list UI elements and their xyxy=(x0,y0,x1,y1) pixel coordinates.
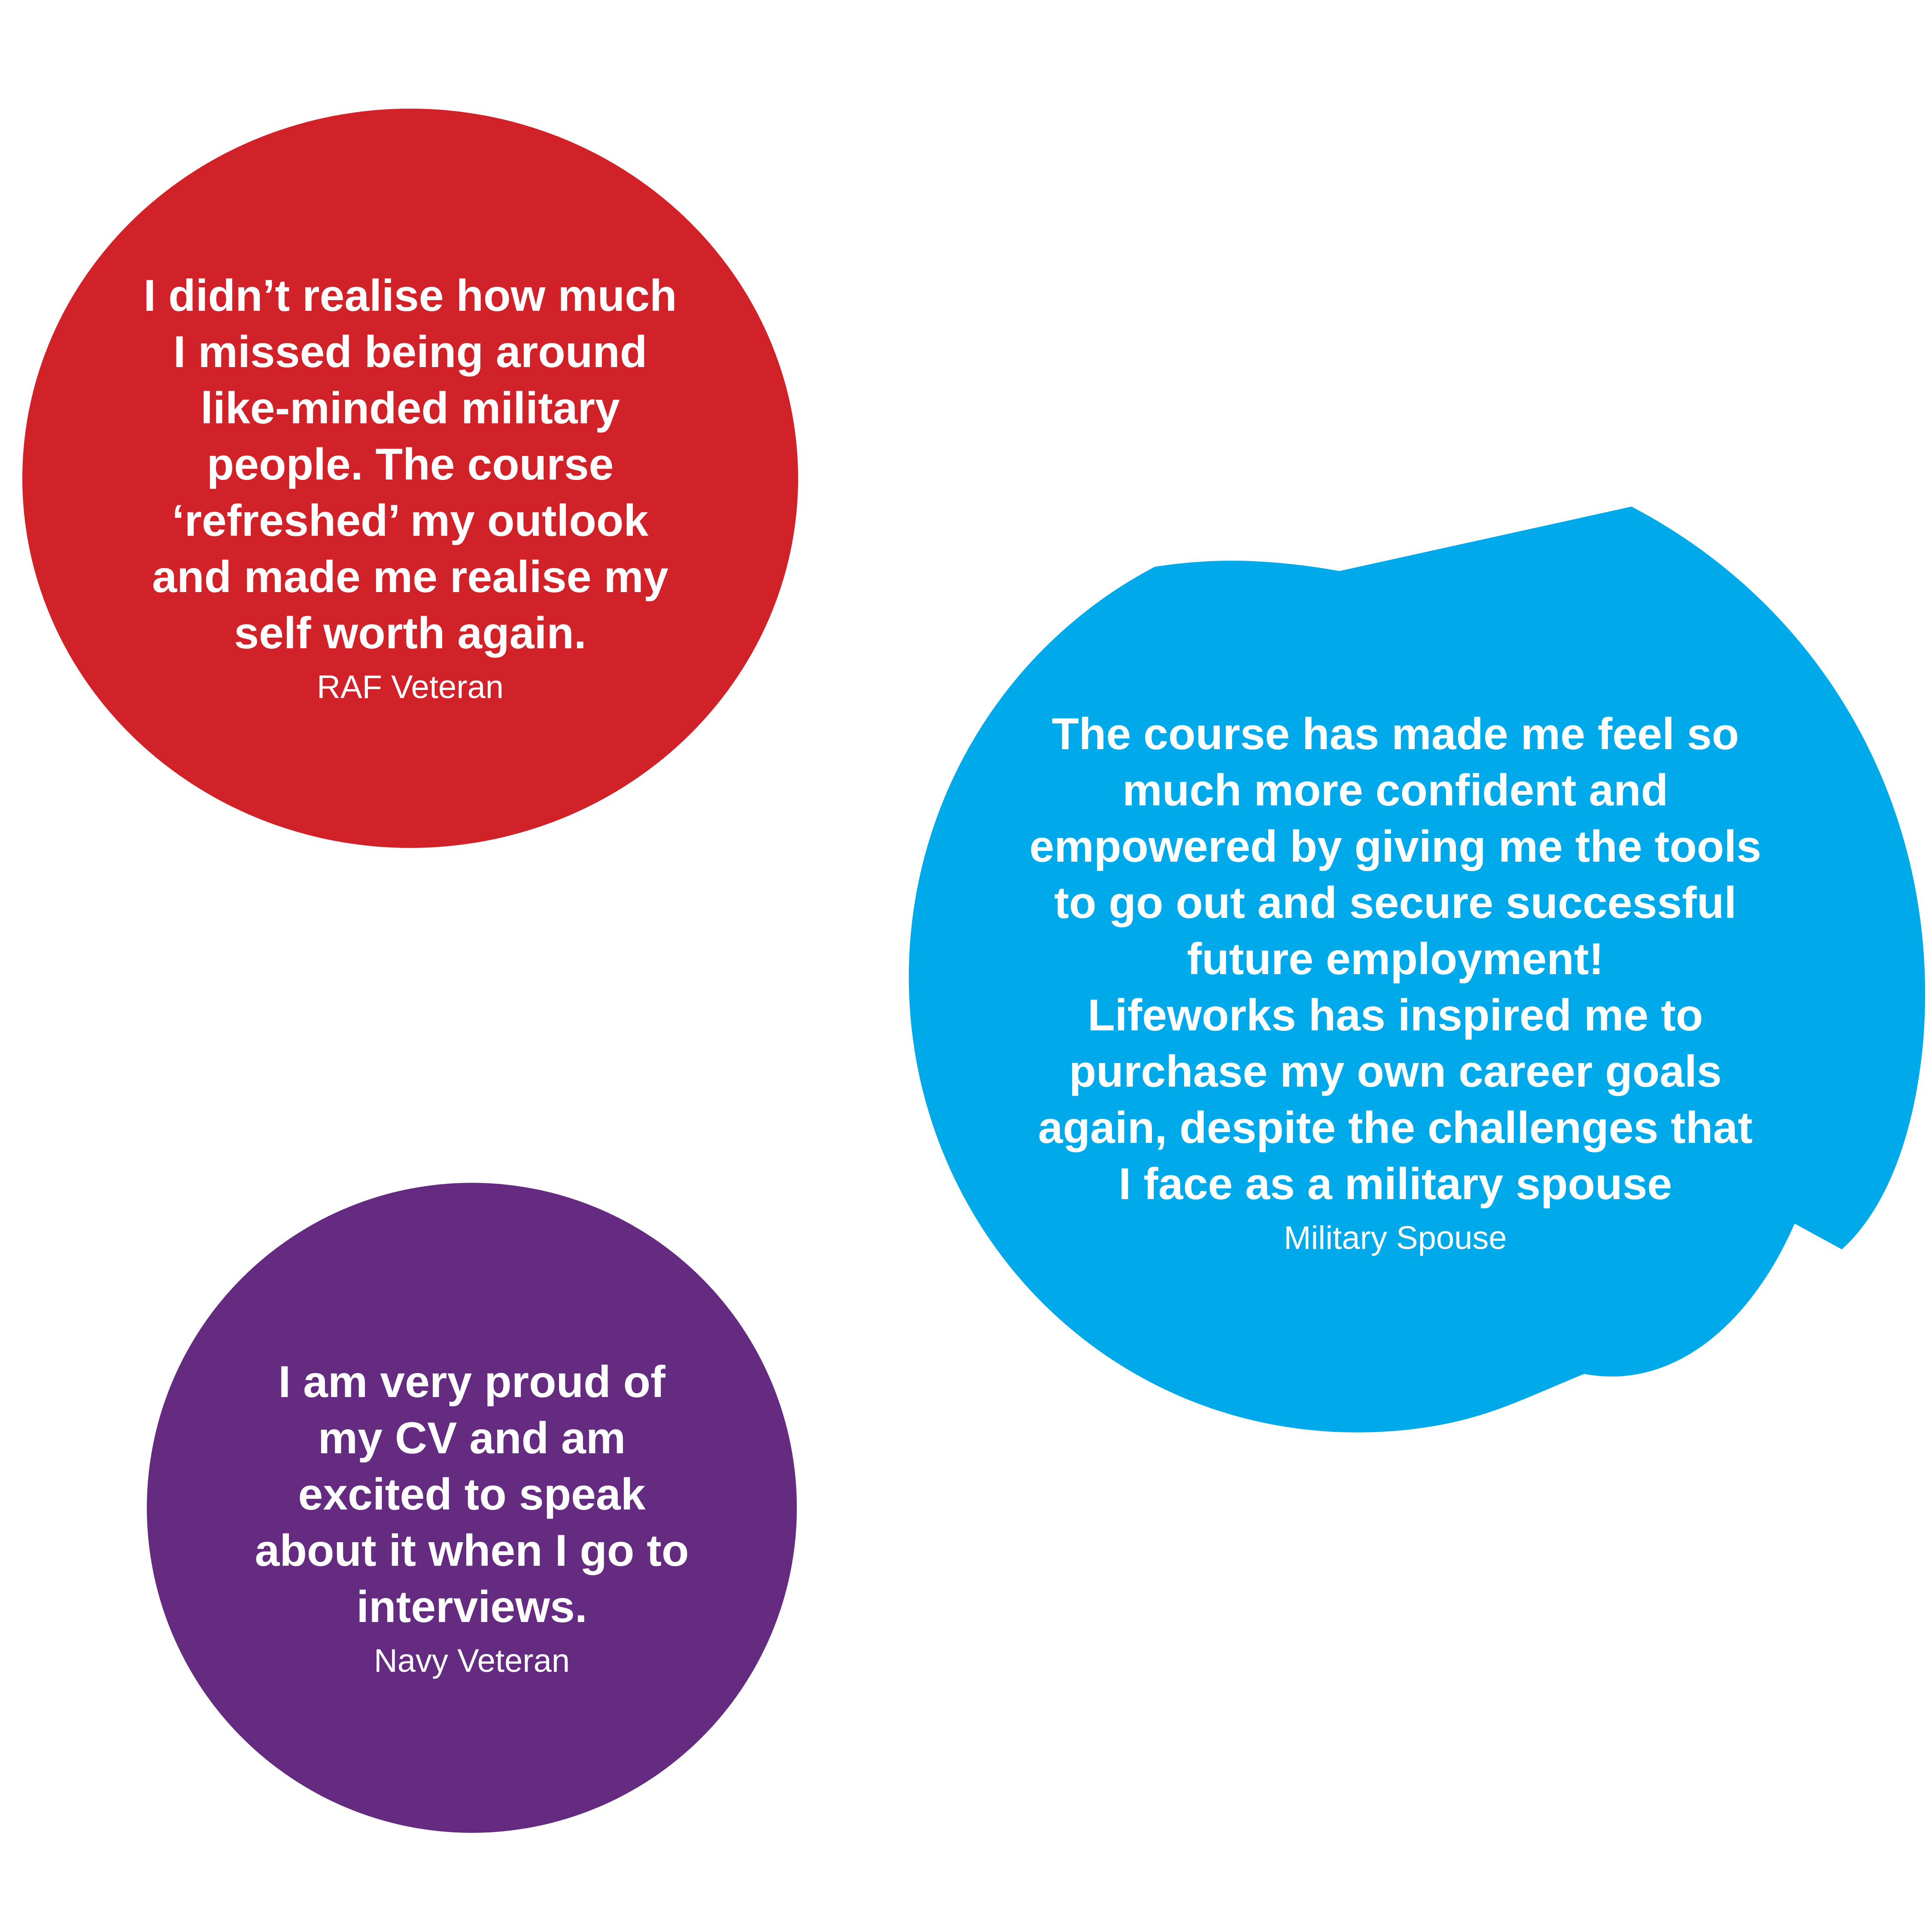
quote-line: like-minded military xyxy=(200,383,620,433)
quote-line: empowered by giving me the tools xyxy=(1029,821,1762,872)
quote-line: I didn’t realise how much xyxy=(143,270,677,321)
quote-line: people. The course xyxy=(207,439,614,489)
quote-line: future employment! xyxy=(1187,934,1604,984)
testimonial-quote: I am very proud of my CV and am excited … xyxy=(255,1354,689,1635)
quote-line: interviews. xyxy=(356,1582,587,1632)
quote-line: I missed being around xyxy=(173,327,647,377)
quote-line: purchase my own career goals xyxy=(1069,1046,1722,1097)
testimonial-attribution: Navy Veteran xyxy=(374,1642,570,1679)
quote-line: again, despite the challenges that xyxy=(1038,1103,1753,1153)
testimonial-attribution: RAF Veteran xyxy=(316,668,504,705)
quote-line: The course has made me feel so xyxy=(1051,709,1739,759)
quote-line: much more confident and xyxy=(1122,765,1668,815)
quote-line: about it when I go to xyxy=(255,1525,689,1576)
testimonial-bubble-navy: I am very proud of my CV and am excited … xyxy=(147,1183,797,1833)
quote-line: excited to speak xyxy=(298,1469,646,1519)
testimonial-bubble-spouse: The course has made me feel so much more… xyxy=(914,515,1876,1408)
quote-line: I face as a military spouse xyxy=(1118,1159,1672,1209)
speech-bubble-blue-fill xyxy=(908,474,1926,1433)
quote-line: and made me realise my xyxy=(152,552,668,602)
testimonial-quote: The course has made me feel so much more… xyxy=(1030,706,1762,1212)
testimonial-bubble-raf: I didn’t realise how much I missed being… xyxy=(22,109,798,848)
testimonial-quote: I didn’t realise how much I missed being… xyxy=(143,268,677,662)
quote-line: I am very proud of xyxy=(278,1357,665,1407)
quote-line: self worth again. xyxy=(234,608,586,658)
testimonial-attribution: Military Spouse xyxy=(1284,1219,1507,1256)
quote-line: my CV and am xyxy=(318,1413,626,1463)
quote-line: Lifeworks has inspired me to xyxy=(1088,990,1703,1040)
quote-line: to go out and secure successful xyxy=(1054,878,1737,928)
quote-line: ‘refreshed’ my outlook xyxy=(172,495,649,546)
